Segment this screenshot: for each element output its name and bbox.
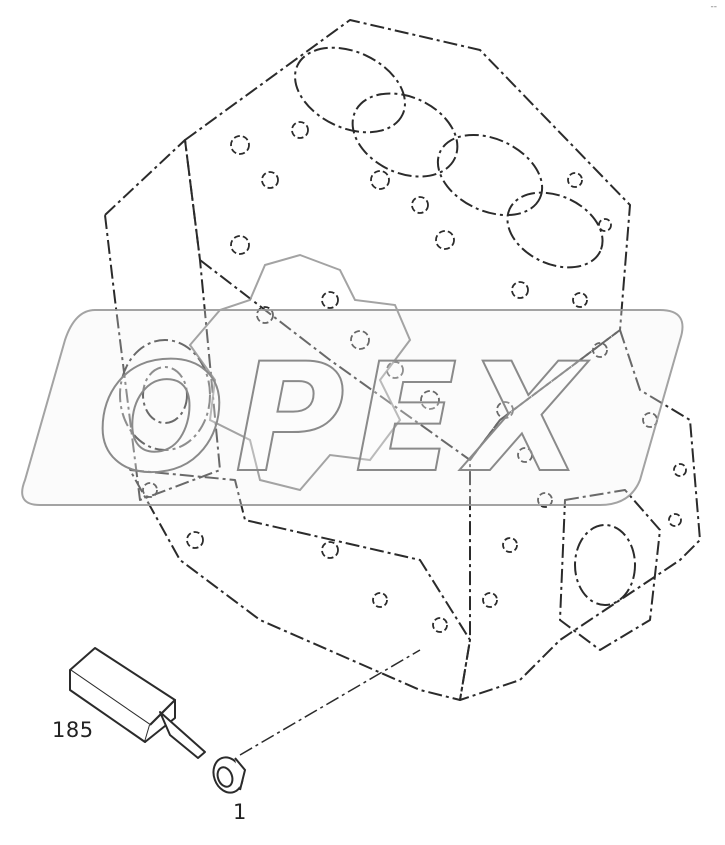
watermark-banner bbox=[21, 309, 684, 506]
watermark-gear bbox=[188, 253, 412, 492]
sealant-tube-part bbox=[69, 647, 206, 759]
callout-label-185: 185 bbox=[52, 718, 94, 742]
callout-label-1: 1 bbox=[233, 800, 247, 824]
leader-line-plug bbox=[239, 649, 421, 756]
corner-mark: -- bbox=[710, 2, 718, 12]
watermark-text: OPEX bbox=[97, 332, 593, 506]
watermark-logo bbox=[21, 253, 684, 506]
plug-part bbox=[212, 756, 247, 794]
